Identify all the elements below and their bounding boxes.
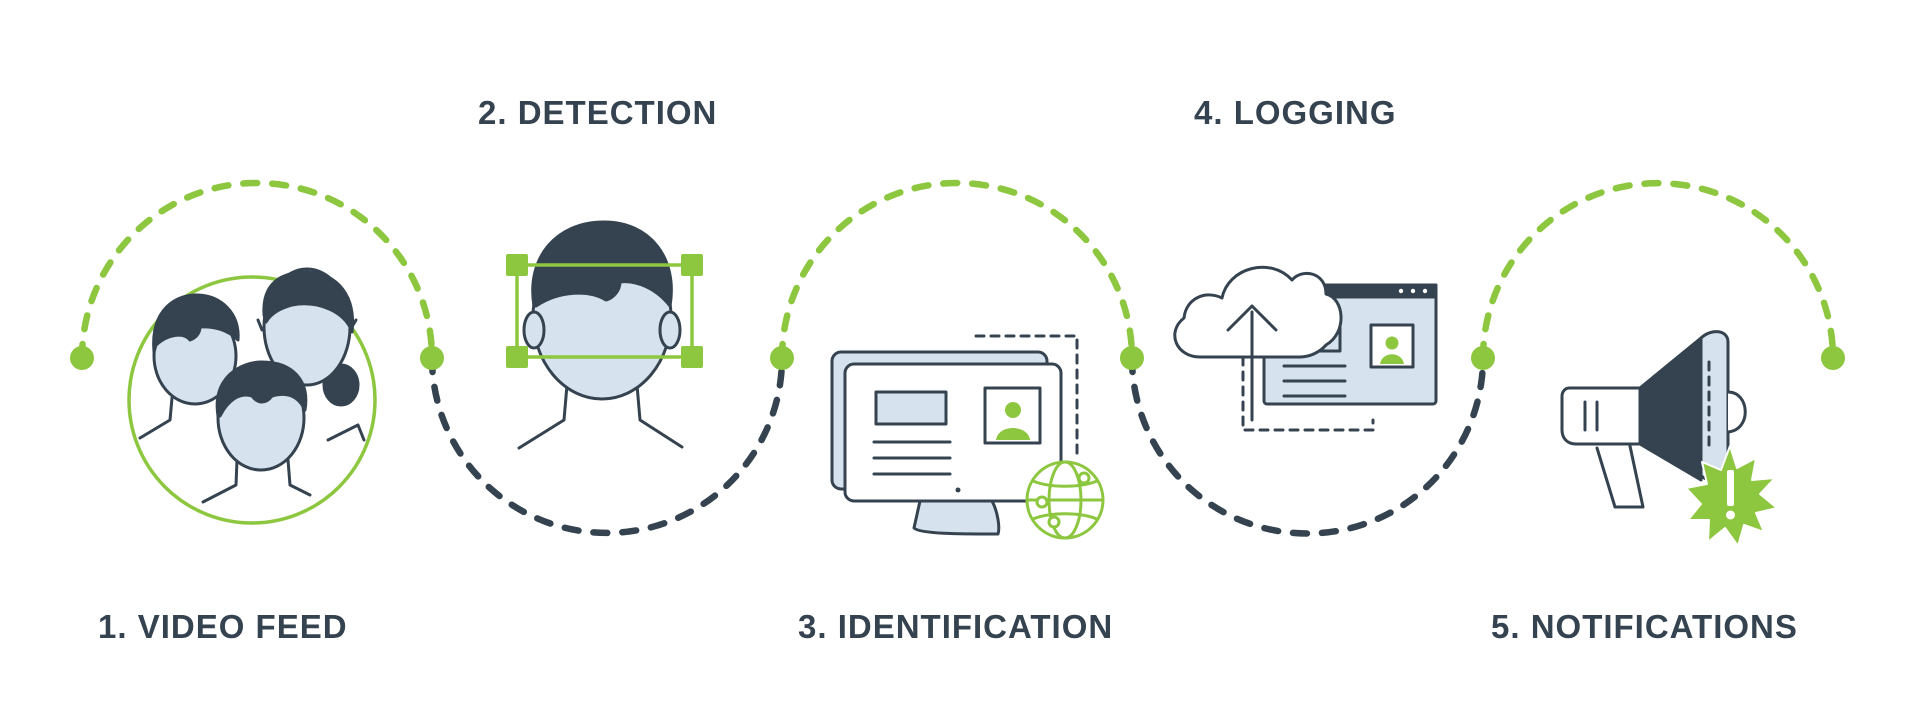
cloud-upload-browser-icon xyxy=(1173,265,1438,432)
step-label-detection: 2. DETECTION xyxy=(478,94,718,131)
node-dot xyxy=(70,346,94,370)
globe-icon xyxy=(1025,460,1105,540)
arc-bottom-2 xyxy=(428,354,786,537)
face-detection-icon xyxy=(506,220,703,450)
arc-top-1 xyxy=(78,179,436,362)
step-label-notifications: 5. NOTIFICATIONS xyxy=(1491,608,1798,645)
node-dot xyxy=(1120,346,1144,370)
megaphone-alert-icon xyxy=(1560,330,1778,547)
step-label-logging: 4. LOGGING xyxy=(1194,94,1397,131)
node-dot xyxy=(1471,346,1495,370)
arc-bottom-4 xyxy=(1128,354,1487,537)
arc-top-3 xyxy=(778,179,1136,362)
node-dot xyxy=(420,346,444,370)
step-label-identification: 3. IDENTIFICATION xyxy=(798,608,1114,645)
step-label-video-feed: 1. VIDEO FEED xyxy=(98,608,348,645)
computer-globe-icon xyxy=(830,334,1105,540)
node-dot xyxy=(770,346,794,370)
arc-top-5 xyxy=(1479,179,1837,362)
connector-nodes xyxy=(70,346,1845,370)
node-dot xyxy=(1821,346,1845,370)
connector-arcs xyxy=(78,179,1837,537)
people-group-icon xyxy=(127,267,377,525)
